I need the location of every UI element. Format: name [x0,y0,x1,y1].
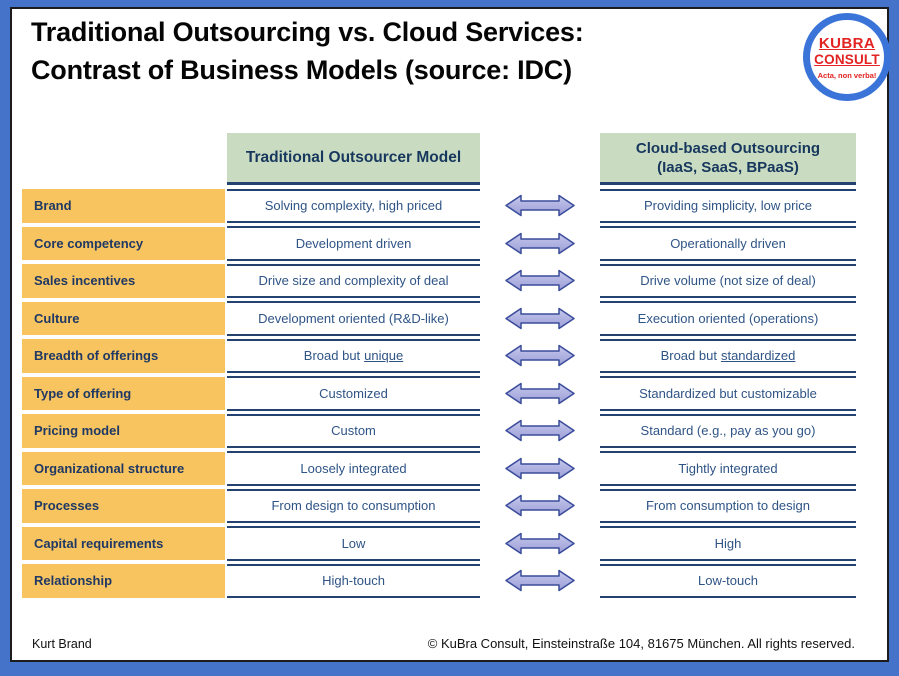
column-header-traditional-label: Traditional Outsourcer Model [245,148,462,166]
traditional-value-cell: Custom [227,413,480,448]
cell-text: From design to consumption [271,498,436,514]
cloud-value-cell: Drive volume (not size of deal) [600,263,856,298]
cell-text: Low [341,535,366,551]
traditional-value-cell: High-touch [227,563,480,598]
cell-text: Providing simplicity, low price [643,198,813,214]
comparison-table: Brand Solving complexity, high priced Pr… [22,187,856,600]
cell-text: Standardized but customizable [639,385,817,401]
row-label: Pricing model [22,414,225,448]
cell-text: Operationally driven [670,235,786,251]
row-label: Sales incentives [22,264,225,298]
cell-text: From consumption to design [645,498,811,514]
double-arrow-icon [480,450,600,488]
double-arrow-icon [480,487,600,525]
row-label: Type of offering [22,376,225,410]
logo-text-line2: CONSULT [814,51,880,67]
table-row: Type of offering Customized Standardized… [22,375,856,413]
logo-text-line1: KUBRA [818,34,876,52]
cloud-value-cell: Execution oriented (operations) [600,301,856,336]
traditional-value-cell: Drive size and complexity of deal [227,263,480,298]
double-arrow-icon [480,262,600,300]
slide-title-line1: Traditional Outsourcing vs. Cloud Servic… [31,17,584,47]
cell-text: Development driven [295,235,412,251]
column-header-cloud-line2: (IaaS, SaaS, BPaaS) [657,158,799,176]
table-row: Processes From design to consumption Fro… [22,487,856,525]
footer-author: Kurt Brand [32,637,92,651]
traditional-value-cell: Development driven [227,226,480,261]
traditional-value-cell: Loosely integrated [227,451,480,486]
cell-text: High-touch [322,573,385,589]
row-label: Culture [22,301,225,335]
cloud-value-cell: Low-touch [600,563,856,598]
traditional-value-cell: From design to consumption [227,488,480,523]
double-arrow-icon [480,412,600,450]
cell-text: Loosely integrated [300,460,407,476]
double-arrow-icon [480,225,600,263]
table-row: Brand Solving complexity, high priced Pr… [22,187,856,225]
cloud-value-cell: Standardized but customizable [600,376,856,411]
traditional-value-cell: Development oriented (R&D-like) [227,301,480,336]
table-row: Relationship High-touch Low-touch [22,562,856,600]
double-arrow-icon [480,375,600,413]
table-row: Organizational structure Loosely integra… [22,450,856,488]
cloud-value-cell: Tightly integrated [600,451,856,486]
row-label: Capital requirements [22,526,225,560]
row-label: Organizational structure [22,451,225,485]
table-row: Culture Development oriented (R&D-like) … [22,300,856,338]
cell-text: Low-touch [698,573,758,589]
cell-text: Customized [319,385,388,401]
row-label: Breadth of offerings [22,339,225,373]
cell-text: High [714,535,742,551]
cell-text: Standard (e.g., pay as you go) [640,423,816,439]
traditional-value-cell: Customized [227,376,480,411]
cell-text: Solving complexity, high priced [264,198,443,214]
cloud-value-cell: Providing simplicity, low price [600,188,856,223]
cell-text: Drive volume (not size of deal) [640,273,816,289]
cloud-value-cell: High [600,526,856,561]
cell-text: Custom [331,423,376,439]
cell-text: Drive size and complexity of deal [258,273,449,289]
footer-copyright: © KuBra Consult, Einsteinstraße 104, 816… [427,636,855,651]
table-row: Sales incentives Drive size and complexi… [22,262,856,300]
kubra-consult-logo: KUBRA CONSULT Acta, non verba! [803,13,891,101]
cloud-value-cell: From consumption to design [600,488,856,523]
traditional-value-cell: Solving complexity, high priced [227,188,480,223]
column-header-cloud-line1: Cloud-based Outsourcing [635,139,821,157]
table-row: Capital requirements Low High [22,525,856,563]
table-row: Core competency Development driven Opera… [22,225,856,263]
column-header-cloud: Cloud-based Outsourcing (IaaS, SaaS, BPa… [600,133,856,185]
slide-title-line2: Contrast of Business Models (source: IDC… [31,55,572,85]
logo-tagline: Acta, non verba! [817,70,877,80]
row-label: Brand [22,189,225,223]
row-label: Core competency [22,226,225,260]
cloud-value-cell: Standard (e.g., pay as you go) [600,413,856,448]
double-arrow-icon [480,337,600,375]
double-arrow-icon [480,562,600,600]
cell-text: Tightly integrated [678,460,778,476]
cell-text: Development oriented (R&D-like) [258,310,449,326]
column-header-traditional: Traditional Outsourcer Model [227,133,480,185]
table-row: Pricing model Custom Standard (e.g., pay… [22,412,856,450]
row-label: Processes [22,489,225,523]
row-label: Relationship [22,564,225,598]
double-arrow-icon [480,525,600,563]
cloud-value-cell: Operationally driven [600,226,856,261]
cell-text: Execution oriented (operations) [637,310,819,326]
page-title: Traditional Outsourcing vs. Cloud Servic… [31,13,584,89]
double-arrow-icon [480,187,600,225]
double-arrow-icon [480,300,600,338]
traditional-value-cell: Low [227,526,480,561]
